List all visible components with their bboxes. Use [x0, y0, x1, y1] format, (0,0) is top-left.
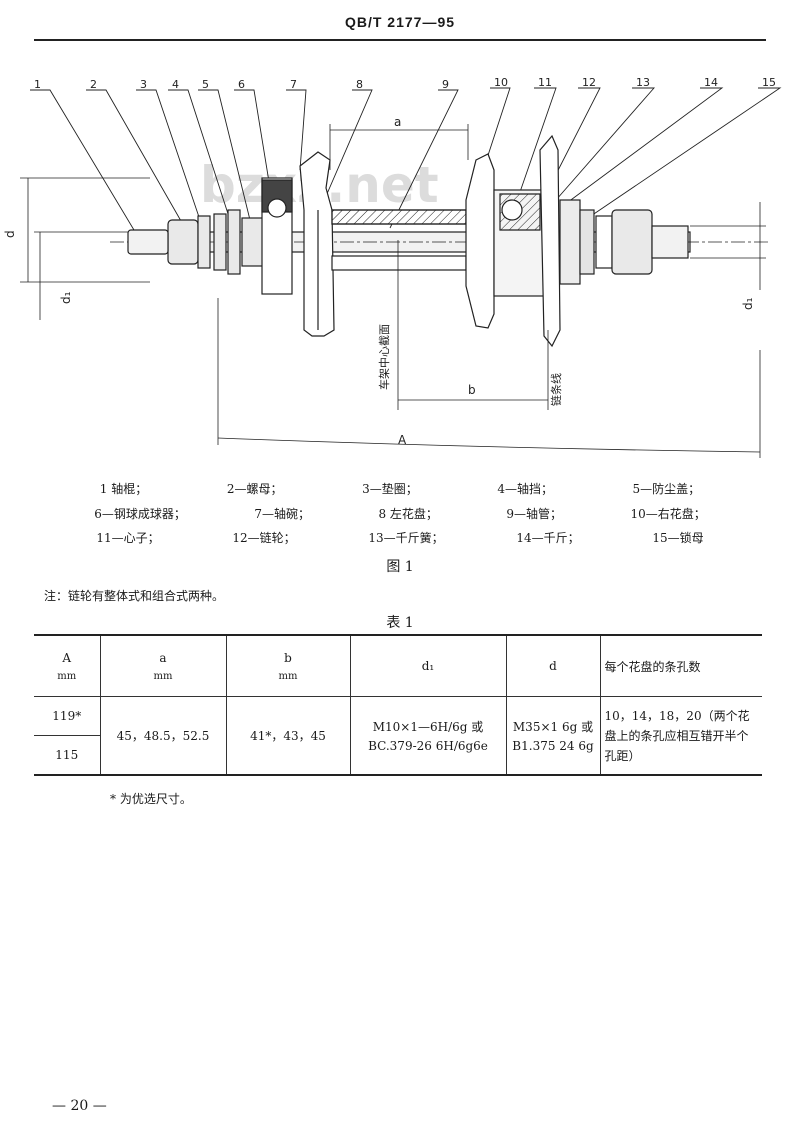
callout-10: 10 — [494, 76, 508, 89]
table-caption: 表 1 — [386, 615, 414, 631]
col-b-unit: mm — [278, 670, 298, 682]
col-d1-header: d₁ — [349, 634, 507, 697]
legend-item: 12—链轮； — [232, 531, 296, 545]
legend-item: 11—心子； — [96, 531, 160, 545]
callout-5: 5 — [202, 78, 209, 91]
callout-1: 1 — [34, 78, 41, 91]
dim-a-label: a — [394, 115, 401, 129]
callout-15: 15 — [762, 76, 776, 89]
legend-item: 4—轴挡； — [497, 482, 553, 496]
col-d-header: d — [505, 634, 601, 697]
cell-a: 45，48.5，52.5 — [99, 696, 227, 776]
left-nut-stack — [167, 177, 293, 295]
left-flange — [299, 151, 335, 337]
callout-7: 7 — [290, 78, 297, 91]
dim-b-label: b — [468, 383, 476, 397]
page-number: — 20 — — [52, 1098, 107, 1114]
legend-item: 5—防尘盖； — [632, 482, 701, 496]
callout-12: 12 — [582, 76, 596, 89]
leader-lines — [30, 87, 782, 241]
dim-d-label: d — [3, 230, 17, 238]
legend-row-3: 11—心子； 12—链轮； 13—千斤簧； 14—千斤； 15—锁母 — [60, 529, 740, 551]
dim-d1-right-label: d₁ — [741, 297, 755, 310]
center-section-label: 车架中心截面 — [377, 324, 391, 390]
callout-11: 11 — [538, 76, 552, 89]
callout-3: 3 — [140, 78, 147, 91]
legend-item: 8 左花盘； — [378, 507, 438, 521]
legend-item: 10—右花盘； — [630, 507, 706, 521]
table-row: 119* 45，48.5，52.5 41*，43，45 M10×1—6H/6g … — [34, 696, 762, 776]
col-holes-header: 每个花盘的条孔数 — [599, 634, 762, 697]
legend-item: 13—千斤簧； — [368, 531, 444, 545]
callout-4: 4 — [172, 78, 179, 91]
cell-d1-line1: M10×1—6H/6g 或 — [372, 720, 484, 734]
figure-caption: 图 1 — [386, 559, 414, 575]
dim-A-label: A — [398, 433, 407, 447]
callout-numbers: 1 2 3 4 5 6 7 8 9 10 11 12 13 14 15 — [34, 76, 776, 91]
cell-d1-line2: BC.379-26 6H/6g6e — [368, 739, 488, 753]
legend-item: 15—锁母 — [652, 531, 704, 545]
col-a-unit: mm — [153, 670, 173, 682]
legend-item: 7—轴碗； — [254, 507, 310, 521]
cell-d: M35×1 6g 或 B1.375 24 6g — [505, 696, 601, 776]
callout-2: 2 — [90, 78, 97, 91]
legend-row-2: 6—钢球成球器； 7—轴碗； 8 左花盘； 9—轴管； 10—右花盘； — [60, 505, 740, 527]
col-A-unit: mm — [57, 670, 77, 682]
hub-drawing: bzxz.net 1 2 3 4 5 6 7 8 9 10 11 12 13 1… — [3, 76, 782, 458]
cell-A-2: 115 — [34, 735, 101, 776]
legend-item: 6—钢球成球器； — [94, 507, 186, 521]
callout-8: 8 — [356, 78, 363, 91]
left-axle-end — [127, 229, 169, 255]
chain-line-label: 链条线 — [549, 373, 563, 406]
note-text: 注：链轮有整体式和组合式两种。 — [44, 589, 225, 603]
cell-holes: 10，14，18，20（两个花盘上的条孔应相互错开半个孔距） — [599, 696, 762, 776]
header-rule — [34, 39, 766, 41]
hub-shell — [331, 209, 467, 271]
callout-13: 13 — [636, 76, 650, 89]
table-row: 115 — [34, 735, 762, 776]
dimension-lines — [20, 124, 766, 458]
right-flange — [465, 134, 689, 348]
cell-d-line1: M35×1 6g 或 — [512, 720, 594, 734]
dimension-labels: a b A d d₁ d₁ — [3, 115, 755, 447]
cell-d1: M10×1—6H/6g 或 BC.379-26 6H/6g6e — [349, 696, 507, 776]
legend-item: 14—千斤； — [516, 531, 580, 545]
legend-item: 1 轴棍； — [99, 482, 148, 496]
callout-14: 14 — [704, 76, 718, 89]
cell-d-line2: B1.375 24 6g — [512, 739, 594, 753]
page-header-title: QB/T 2177—95 — [344, 14, 456, 30]
dim-d1-left-label: d₁ — [59, 291, 73, 304]
cell-b: 41*，43，45 — [225, 696, 351, 776]
legend-row-1: 1 轴棍； 2—螺母； 3—垫圈； 4—轴挡； 5—防尘盖； — [60, 480, 740, 502]
legend-item: 9—轴管； — [506, 507, 563, 521]
callout-9: 9 — [442, 78, 449, 91]
callout-6: 6 — [238, 78, 245, 91]
cell-A-1: 119* — [34, 696, 101, 736]
footnote: * 为优选尺寸。 — [110, 792, 192, 806]
legend-item: 2—螺母； — [226, 482, 283, 496]
legend-item: 3—垫圈； — [362, 482, 418, 496]
